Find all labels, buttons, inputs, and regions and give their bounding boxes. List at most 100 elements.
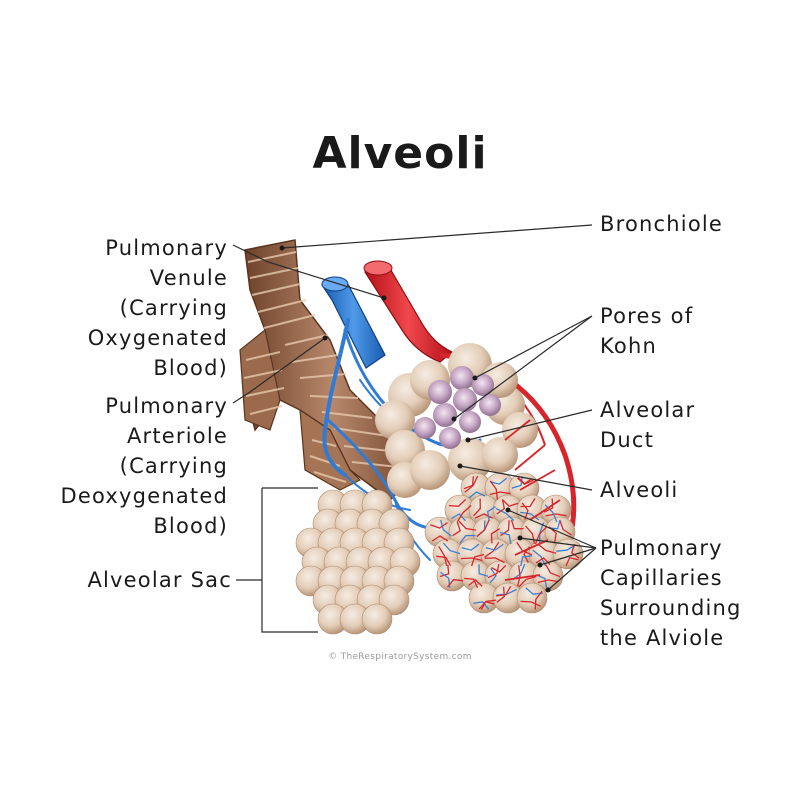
label-line: Venule (149, 266, 228, 290)
capillary-segment (489, 477, 508, 485)
label-pulmonary-venule: Pulmonary Venule (Carrying Oxygenated Bl… (88, 233, 228, 383)
capillary-segment (485, 543, 504, 551)
label-line: Kohn (600, 334, 657, 358)
capillary-segment (464, 577, 479, 589)
capillary-segment (490, 528, 500, 544)
capillary-segment (484, 541, 500, 558)
label-line: Alveolar (600, 398, 696, 422)
capillary-segment (476, 519, 490, 537)
capillary-segment (496, 586, 505, 603)
capillary-segment (461, 543, 480, 551)
capillary-segment (464, 476, 475, 493)
label-pulmonary-arteriole: Pulmonary Arteriole (Carrying Deoxygenat… (61, 391, 228, 541)
capillary-segment (565, 556, 579, 567)
label-line: Alveoli (600, 478, 679, 502)
capillary-segment (520, 511, 540, 521)
label-line: the Alviole (600, 626, 725, 650)
capillary-segment (514, 539, 549, 556)
alveolus (552, 538, 584, 570)
label-line: Blood) (153, 356, 228, 380)
leader-lines (232, 224, 597, 633)
capillary-segment (473, 498, 481, 517)
capillary-segment (452, 521, 461, 537)
capillary-segment (545, 513, 567, 517)
capillary-segment (520, 600, 541, 607)
capillary-segment (532, 549, 547, 567)
capillary-segment (436, 555, 452, 567)
capillary-segment (440, 519, 452, 537)
capillary-segment (511, 476, 523, 489)
capillary-segment (459, 534, 476, 544)
bronchiole-tube (239, 239, 421, 501)
label-line: Pores of (600, 304, 694, 328)
label-line: (Carrying (119, 454, 228, 478)
capillary-segment (499, 531, 512, 545)
label-line: (Carrying (119, 296, 228, 320)
capillary-segment (484, 557, 505, 564)
capillary-segment (442, 542, 461, 555)
label-line: Pulmonary (105, 394, 228, 418)
capillary-segment (534, 590, 543, 610)
label-line: Capillaries (600, 566, 723, 590)
copyright-notice: © TheRespiratorySystem.com (328, 652, 472, 662)
label-line: Arteriole (126, 424, 228, 448)
label-alveoli: Alveoli (600, 475, 678, 505)
capillary-segment (521, 502, 529, 520)
label-line: Alveolar Sac (87, 568, 232, 592)
capillary-segment (504, 574, 541, 581)
label-line: Surrounding (600, 596, 742, 620)
capillary-segment (487, 563, 500, 579)
label-bronchiole: Bronchiole (600, 209, 723, 239)
capillary-segment (514, 444, 546, 471)
capillary-segment (556, 544, 577, 552)
capillary-segment (473, 601, 490, 610)
capillary-segment (489, 491, 511, 496)
capillary-segment (496, 499, 506, 515)
capillary-segment (456, 505, 472, 523)
label-pores-of-kohn: Pores of Kohn (600, 301, 693, 361)
capillary-segment (520, 555, 532, 567)
leader-dots (279, 245, 551, 593)
capillary-segment (544, 563, 561, 578)
label-line: Duct (600, 428, 655, 452)
capillary-segment (501, 498, 519, 507)
capillary-alveolar-cluster (424, 419, 584, 614)
capillary-segment (458, 520, 477, 531)
capillary-segment (439, 564, 450, 578)
label-pulmonary-capillaries: Pulmonary Capillaries Surrounding the Al… (600, 533, 742, 653)
capillary-segment (438, 546, 448, 567)
alveolus (516, 582, 548, 614)
capillary-segment (520, 498, 536, 508)
capillary-segment (470, 553, 485, 567)
capillary-segment (463, 475, 479, 490)
capillary-segment (474, 513, 493, 519)
capillary-segment (478, 599, 496, 610)
capillary-segment (460, 557, 483, 562)
capillary-segment (559, 519, 572, 536)
capillary-segment (489, 567, 497, 584)
capillary-segment (451, 513, 466, 522)
capillary-segment (478, 564, 489, 577)
label-alveolar-sac: Alveolar Sac (87, 565, 232, 595)
alveolus (361, 603, 393, 635)
capillary-segment (517, 565, 521, 587)
capillary-segment (571, 543, 580, 559)
capillary-segment (529, 499, 561, 521)
capillary-segment (543, 498, 554, 513)
label-line: Bronchiole (600, 212, 724, 236)
capillary-segment (518, 575, 537, 588)
label-line: Blood) (153, 514, 228, 538)
label-line: Oxygenated (87, 326, 228, 350)
capillary-segment (537, 543, 557, 554)
label-line: Deoxygenated (60, 484, 228, 508)
capillary-segment (486, 506, 496, 521)
capillary-segment (491, 564, 507, 573)
capillary-segment (525, 525, 536, 545)
label-line: Pulmonary (105, 236, 228, 260)
capillary-segment (496, 585, 512, 597)
capillary-segment (517, 476, 534, 485)
label-line: Pulmonary (600, 536, 723, 560)
label-alveolar-duct: Alveolar Duct (600, 395, 695, 455)
capillary-segment (431, 535, 449, 542)
